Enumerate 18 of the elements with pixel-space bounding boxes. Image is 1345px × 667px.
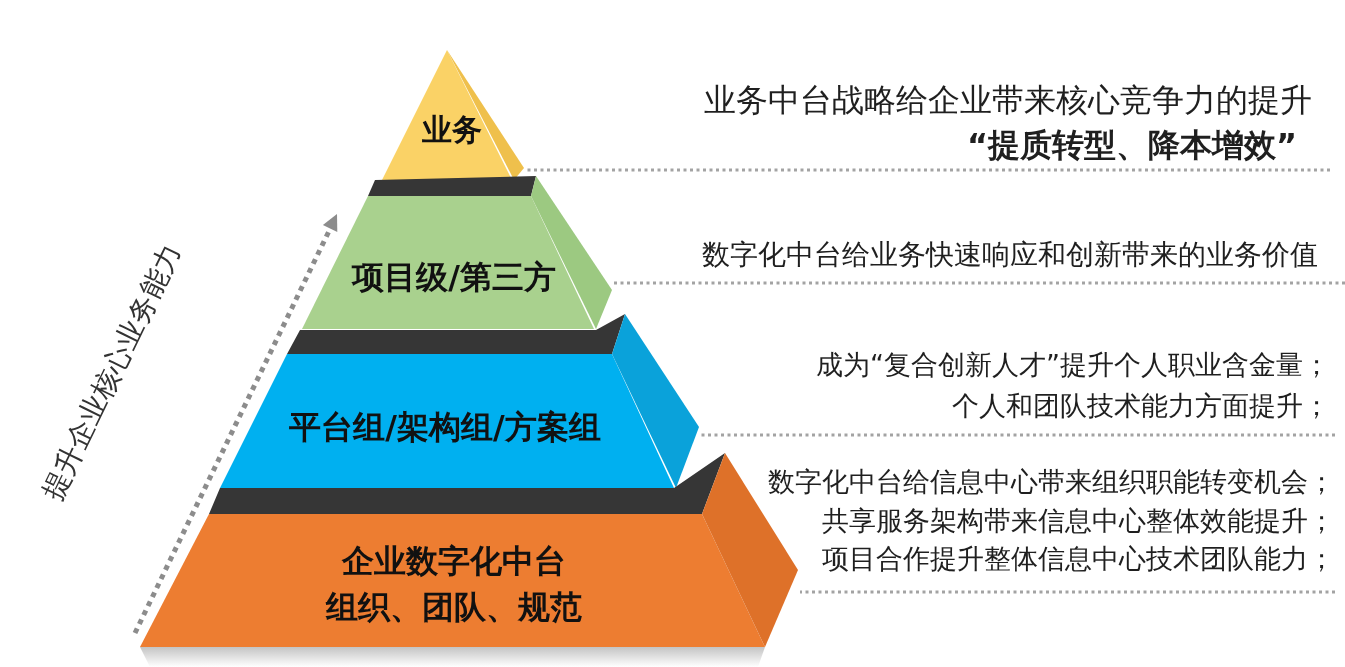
leader-line bbox=[800, 590, 1335, 594]
leader-line bbox=[614, 281, 1345, 285]
leader-line bbox=[526, 168, 1330, 172]
description-text: 业务中台战略给企业带来核心竞争力的提升 bbox=[704, 80, 1312, 120]
layer-label: 企业数字化中台 bbox=[342, 541, 566, 581]
direction-label: 提升企业核心业务能力 bbox=[36, 239, 188, 505]
description-text: 项目合作提升整体信息中心技术团队能力； bbox=[822, 542, 1335, 576]
description-text: 成为“复合创新人才”提升个人职业含金量； bbox=[816, 348, 1330, 382]
leader-line bbox=[700, 433, 1335, 437]
layer-label: 业务 bbox=[422, 112, 482, 148]
slogan-text: “提质转型、降本增效” bbox=[966, 125, 1297, 165]
description-text: 数字化中台给业务快速响应和创新带来的业务价值 bbox=[702, 238, 1318, 272]
layer-label: 项目级/第三方 bbox=[352, 257, 556, 297]
layer-label: 平台组/架构组/方案组 bbox=[289, 407, 601, 447]
description-text: 数字化中台给信息中心带来组织职能转变机会； bbox=[768, 465, 1335, 499]
description-text: 个人和团队技术能力方面提升； bbox=[952, 389, 1330, 423]
description-text: 共享服务架构带来信息中心整体效能提升； bbox=[822, 504, 1335, 538]
layer-subtitle: 组织、团队、规范 bbox=[326, 587, 582, 627]
